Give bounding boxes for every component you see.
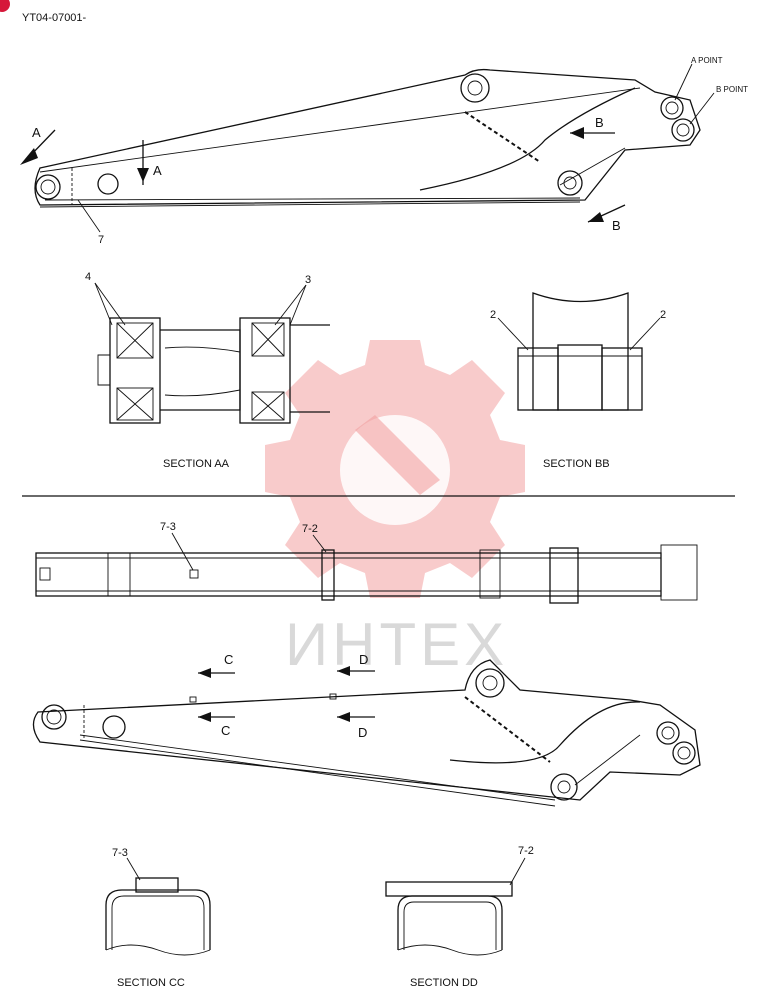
label-b-lower: B <box>612 218 621 233</box>
leader-b-point <box>689 92 715 125</box>
section-arrow-b-lower <box>587 204 626 223</box>
leader-7 <box>77 199 101 233</box>
corner-marker <box>0 0 10 12</box>
leader-4b <box>94 282 126 326</box>
label-a-mid: A <box>153 163 162 178</box>
arm-side-view-lower <box>32 659 701 807</box>
callout-7: 7 <box>98 234 104 246</box>
section-cc-title: SECTION CC <box>117 977 185 989</box>
label-a-point: A POINT <box>691 56 723 65</box>
section-arrow-d-upper <box>337 666 375 676</box>
leader-7-2-dd <box>509 857 526 886</box>
arm-plan-view <box>35 544 698 604</box>
arm-side-view-top <box>34 68 701 208</box>
section-bb-drawing <box>517 292 643 411</box>
callout-7-3-cc: 7-3 <box>112 847 128 859</box>
callout-7-2-plan: 7-2 <box>302 523 318 535</box>
label-b-upper: B <box>595 115 604 130</box>
watermark-text: ИНТЕХ <box>285 611 508 678</box>
section-aa-title: SECTION AA <box>163 458 230 470</box>
section-bb-title: SECTION BB <box>543 458 610 470</box>
leader-2-left <box>497 317 529 351</box>
label-b-point: B POINT <box>716 85 748 94</box>
section-arrow-a-mid <box>137 140 149 185</box>
section-arrow-d-lower <box>337 712 375 722</box>
callout-2-left: 2 <box>490 309 496 321</box>
section-arrow-a-left <box>20 129 56 165</box>
leader-7-2-plan <box>312 534 327 553</box>
header-code: YT04-07001- <box>22 12 87 24</box>
leader-3b <box>289 284 307 326</box>
section-arrow-c-upper <box>198 668 235 678</box>
label-a-left: A <box>32 125 41 140</box>
callout-7-2-dd: 7-2 <box>518 845 534 857</box>
leader-7-3-plan <box>171 532 194 571</box>
leader-2-right <box>629 317 661 351</box>
section-arrow-b-upper <box>570 127 615 139</box>
callout-3: 3 <box>305 274 311 286</box>
label-d-upper: D <box>359 652 368 667</box>
section-arrow-c-lower <box>198 712 235 722</box>
leader-a-point <box>674 63 693 101</box>
leader-7-3-cc <box>126 857 141 881</box>
callout-4: 4 <box>85 271 91 283</box>
callout-7-3-plan: 7-3 <box>160 521 176 533</box>
section-dd-title: SECTION DD <box>410 977 478 989</box>
section-aa-drawing <box>97 317 330 424</box>
section-cc-drawing <box>105 877 211 956</box>
leader-3a <box>274 284 307 326</box>
callout-2-right: 2 <box>660 309 666 321</box>
label-c-upper: C <box>224 652 233 667</box>
section-dd-drawing <box>385 881 513 956</box>
leader-4a <box>94 282 113 326</box>
label-c-lower: C <box>221 723 230 738</box>
watermark-logo <box>265 340 525 598</box>
label-d-lower: D <box>358 725 367 740</box>
